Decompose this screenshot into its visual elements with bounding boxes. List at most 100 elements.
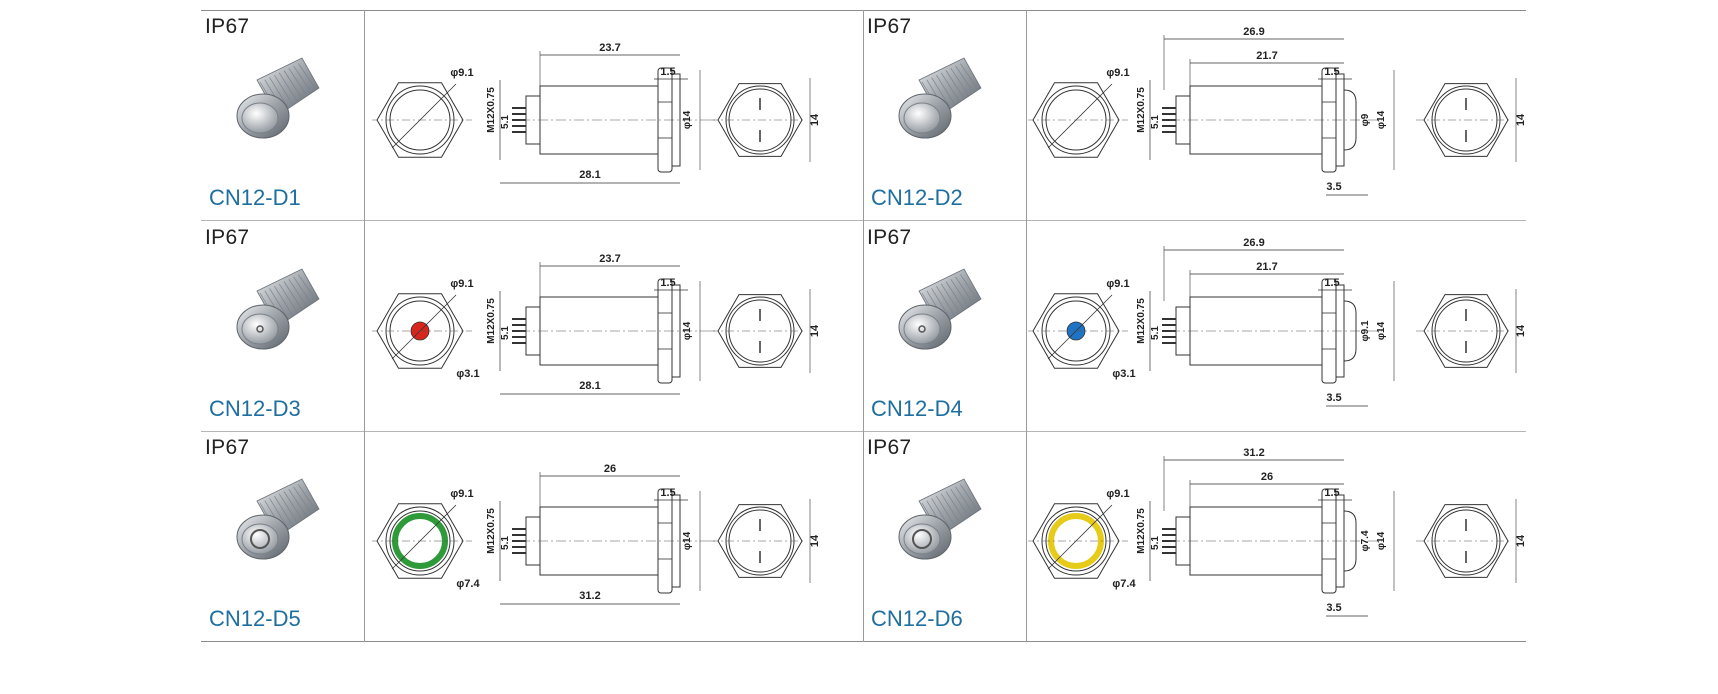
led-indicator-icon bbox=[912, 529, 932, 549]
terminal-pin bbox=[1162, 107, 1176, 109]
model-number: CN12-D6 bbox=[871, 606, 963, 631]
inner-dia-dim-label: φ9.1 bbox=[1360, 320, 1371, 341]
total-dim-label: 28.1 bbox=[579, 380, 600, 392]
button-head bbox=[1343, 510, 1357, 572]
column-divider bbox=[1026, 10, 1027, 642]
column-divider bbox=[863, 10, 864, 642]
pin-dim-label: 5.1 bbox=[1150, 536, 1161, 550]
model-number: CN12-D4 bbox=[871, 395, 963, 421]
terminal-pin bbox=[1162, 113, 1176, 115]
terminal-pin bbox=[512, 113, 526, 115]
panel-washer bbox=[671, 73, 681, 167]
product-photo bbox=[898, 57, 982, 139]
head-dim-label: 3.5 bbox=[1326, 181, 1341, 193]
led-indicator-icon bbox=[918, 324, 926, 333]
led-dim-label: φ7.4 bbox=[456, 578, 480, 590]
nut-dim-label: 1.5 bbox=[1324, 66, 1339, 78]
terminal-pin bbox=[512, 335, 526, 338]
terminal-pin bbox=[1162, 119, 1176, 121]
terminal-pin bbox=[1162, 329, 1176, 332]
terminal-pin bbox=[1162, 335, 1176, 338]
diameter-dim-label: φ9.1 bbox=[1106, 488, 1129, 500]
led-indicator-icon bbox=[250, 529, 270, 549]
nut-dim-label: 1.5 bbox=[660, 487, 675, 499]
nut-dim-label: 1.5 bbox=[1324, 487, 1339, 499]
terminal-pin bbox=[1162, 341, 1176, 344]
model-number: CN12-D5 bbox=[209, 606, 301, 631]
terminal-pin bbox=[512, 528, 526, 530]
total-dim-label: 28.1 bbox=[579, 169, 600, 181]
total-dim-label: 31.2 bbox=[579, 590, 600, 602]
switch-face bbox=[903, 102, 941, 134]
ip-rating: IP67 bbox=[205, 15, 250, 38]
body-dia-dim-label: φ14 bbox=[1376, 110, 1387, 129]
pin-dim-label: 5.1 bbox=[500, 536, 511, 550]
terminal-pin bbox=[1162, 323, 1176, 326]
terminal-pin bbox=[512, 341, 526, 344]
hex-dim-label: 14 bbox=[1515, 534, 1526, 547]
body-dia-dim-label: φ14 bbox=[682, 321, 693, 340]
inner-dia-dim-label: φ9 bbox=[1360, 113, 1371, 126]
led-indicator-icon bbox=[256, 324, 264, 333]
switch-face bbox=[241, 313, 279, 344]
hex-dim-label: 14 bbox=[1515, 324, 1526, 337]
ip-rating: IP67 bbox=[205, 225, 250, 249]
pin-dim-label: 5.1 bbox=[500, 325, 511, 339]
total-dim-label: 26.9 bbox=[1243, 237, 1264, 249]
thread-dim-label: M12X0.75 bbox=[486, 297, 497, 343]
switch-face bbox=[903, 313, 941, 344]
head-dim-label: 3.5 bbox=[1326, 392, 1341, 404]
terminal-pin bbox=[512, 125, 526, 127]
model-number: CN12-D1 bbox=[209, 185, 301, 210]
led-dim-label: φ3.1 bbox=[1112, 368, 1135, 380]
panel-washer bbox=[671, 494, 681, 588]
hex-dim-label: 14 bbox=[809, 534, 820, 547]
ip-rating: IP67 bbox=[867, 225, 912, 249]
thread-dim-label: M12X0.75 bbox=[1136, 87, 1147, 133]
panel-washer bbox=[1335, 73, 1345, 167]
terminal-pin bbox=[1162, 528, 1176, 530]
terminal-pin bbox=[1162, 125, 1176, 127]
body-dia-dim-label: φ14 bbox=[1376, 531, 1387, 550]
terminal-pin bbox=[512, 119, 526, 121]
length-dim-label: 21.7 bbox=[1256, 50, 1277, 62]
led-dim-label: φ7.4 bbox=[1112, 578, 1136, 590]
length-dim-label: 26 bbox=[1261, 471, 1273, 483]
panel-washer bbox=[1335, 284, 1345, 377]
terminal-pin bbox=[1162, 534, 1176, 536]
model-number: CN12-D3 bbox=[209, 395, 301, 421]
thread-dim-label: M12X0.75 bbox=[486, 508, 497, 554]
ip-rating: IP67 bbox=[867, 15, 912, 38]
body-dia-dim-label: φ14 bbox=[682, 531, 693, 550]
inner-dia-dim-label: φ7.4 bbox=[1360, 530, 1371, 551]
ip-rating: IP67 bbox=[205, 436, 250, 459]
button-head bbox=[1343, 300, 1357, 361]
pin-dim-label: 5.1 bbox=[1150, 115, 1161, 129]
product-photo bbox=[898, 478, 982, 560]
nut-dim-label: 1.5 bbox=[1324, 277, 1339, 289]
terminal-pin bbox=[1162, 552, 1176, 554]
terminal-pin bbox=[512, 329, 526, 332]
length-dim-label: 26 bbox=[604, 463, 616, 475]
terminal-pin bbox=[512, 131, 526, 133]
diameter-dim-label: φ9.1 bbox=[450, 488, 473, 500]
length-dim-label: 23.7 bbox=[599, 253, 620, 265]
terminal-pin bbox=[512, 552, 526, 554]
product-photo bbox=[236, 478, 320, 560]
diameter-dim-label: φ9.1 bbox=[1106, 278, 1129, 290]
nut-dim-label: 1.5 bbox=[660, 277, 675, 289]
switch-face bbox=[241, 523, 279, 555]
hex-dim-label: 14 bbox=[809, 324, 820, 337]
terminal-pin bbox=[512, 540, 526, 542]
thread-dim-label: M12X0.75 bbox=[486, 87, 497, 133]
led-dim-label: φ3.1 bbox=[456, 368, 479, 380]
switch-face bbox=[903, 523, 941, 555]
diameter-dim-label: φ9.1 bbox=[450, 67, 473, 79]
pin-dim-label: 5.1 bbox=[1150, 325, 1161, 339]
